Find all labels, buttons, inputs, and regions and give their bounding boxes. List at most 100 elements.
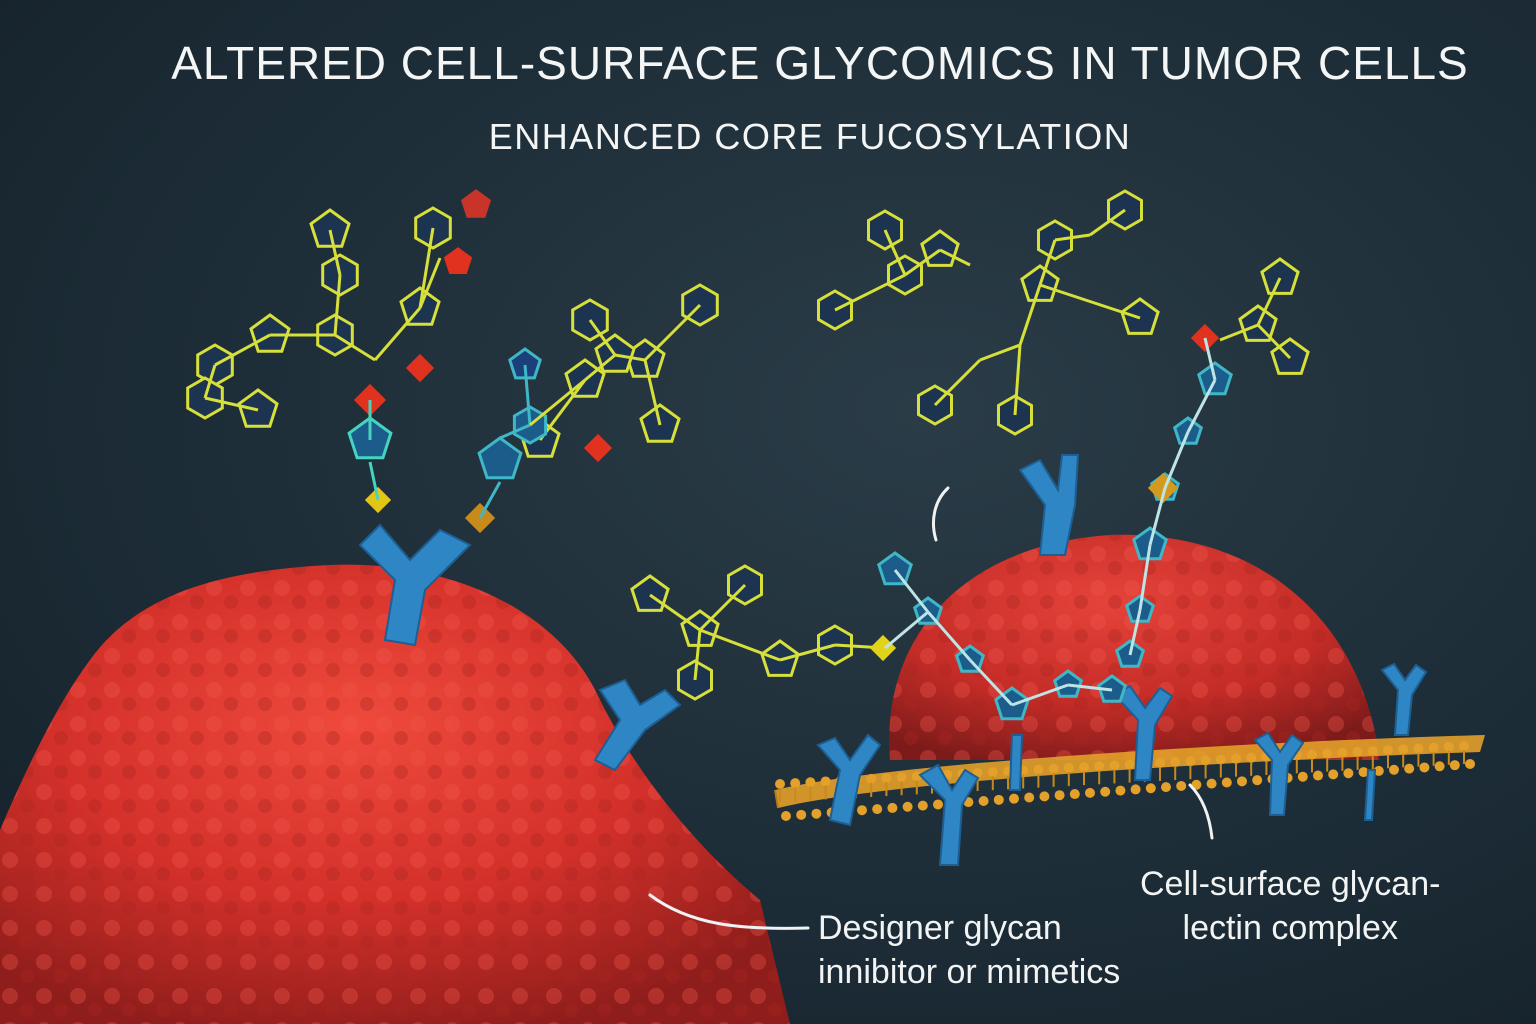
label-designer-inhibitor: Designer glycan innibitor or mimetics — [818, 906, 1120, 994]
lipid-head — [781, 811, 791, 821]
lipid-head — [1237, 776, 1247, 787]
glycan-ring — [309, 208, 351, 248]
left-tumor-cell — [0, 564, 790, 1024]
lectin-membrane-5 — [1380, 662, 1428, 736]
lipid-head — [1155, 757, 1165, 768]
lipid-head — [1383, 745, 1393, 756]
fucose-icon — [405, 353, 435, 383]
lipid-head — [1322, 748, 1333, 759]
lipid-head — [1206, 778, 1217, 789]
glycan-bond — [884, 610, 929, 650]
glycan-bond — [368, 461, 380, 501]
glycan-bond — [893, 569, 930, 613]
lipid-head — [866, 773, 877, 784]
lipid-head — [811, 808, 822, 819]
lectin-membrane-3 — [1113, 684, 1174, 781]
lectin-membrane-2 — [918, 763, 980, 866]
glycan-bond — [699, 628, 781, 662]
pointer-lines — [648, 486, 1214, 930]
lipid-head — [1246, 752, 1257, 763]
glycan-ring — [237, 388, 279, 428]
lipid-head — [1170, 757, 1181, 768]
lipid-head — [857, 805, 867, 816]
lectin-left-free — [593, 678, 682, 772]
lipid-head — [987, 767, 998, 778]
glycan-bond — [418, 227, 435, 309]
lipid-head — [1048, 763, 1059, 774]
lipid-head — [1343, 768, 1354, 779]
lipid-head — [1079, 762, 1089, 773]
lipid-head — [1373, 765, 1384, 776]
glycan-bond — [584, 353, 616, 382]
lipid-head — [1109, 760, 1120, 771]
glycan-bond — [418, 257, 442, 309]
lipid-head — [1221, 777, 1232, 788]
glycan-bond — [926, 611, 972, 661]
glycan-bond — [373, 307, 422, 361]
lipid-head — [1297, 771, 1308, 782]
lipid-head — [872, 804, 883, 815]
label-complex-line2: lectin complex — [1182, 909, 1398, 947]
lipid-head — [1039, 791, 1050, 802]
lipid-head — [1215, 754, 1226, 765]
glycan-bond — [1148, 487, 1167, 546]
pointer-inhibitor — [648, 893, 810, 930]
glycan-bond — [214, 333, 271, 367]
lipid-head — [1094, 761, 1105, 772]
glycan-bond — [939, 248, 971, 267]
glycan-bond — [538, 379, 587, 441]
pointer-upper — [932, 486, 950, 542]
lipid-head — [1337, 747, 1348, 758]
glycan-ring — [1260, 257, 1300, 295]
glycan-bond — [693, 629, 702, 681]
lipid-head — [1328, 769, 1339, 780]
lectin-membrane-1 — [816, 733, 882, 827]
glycan-bond — [1038, 239, 1057, 286]
glycan-bond — [834, 273, 906, 312]
lipid-head — [1459, 741, 1469, 751]
glycan-bond — [478, 481, 502, 519]
lipid-head — [1054, 790, 1065, 801]
glycan-ring — [1120, 297, 1160, 335]
glycan-bond — [1067, 683, 1113, 692]
lipid-head — [917, 800, 928, 811]
lectin-left-main — [358, 523, 472, 647]
lipid-head — [1313, 770, 1323, 781]
lipid-head — [1176, 780, 1187, 791]
lipid-head — [933, 799, 943, 810]
glycan-bond — [1013, 344, 1022, 416]
glycan-bond — [328, 229, 342, 276]
lipid-head — [887, 802, 898, 813]
lipid-head — [1161, 782, 1171, 793]
lectin-right-top — [1018, 454, 1080, 556]
lipid-head — [1352, 746, 1363, 757]
lipid-head — [1367, 746, 1378, 757]
lipid-head — [896, 772, 907, 783]
glcnac-icon — [1052, 669, 1084, 698]
glycan-bond — [204, 396, 259, 412]
lipid-head — [1115, 785, 1126, 796]
glycan-bond — [1128, 609, 1142, 656]
lipid-head — [1252, 775, 1263, 786]
fucose-icon — [460, 189, 492, 218]
glycan-ring — [760, 639, 800, 677]
label-glycan-lectin-complex: Cell-surface glycan- lectin complex — [1140, 862, 1440, 950]
lipid-head — [1307, 749, 1317, 760]
lipid-head — [820, 776, 831, 787]
lipid-head — [1443, 741, 1454, 752]
lipid-head — [1124, 759, 1135, 770]
glycan-bond — [1138, 544, 1152, 611]
fucose-icon — [583, 433, 613, 463]
glycan-bond — [1186, 379, 1217, 433]
glycan-bond — [698, 583, 747, 632]
lectin-membrane-7 — [1008, 734, 1024, 791]
lipid-head — [790, 778, 801, 789]
lipid-head — [1419, 762, 1430, 773]
page-subtitle: ENHANCED CORE FUCOSYLATION — [488, 116, 1132, 157]
lipid-head — [1428, 742, 1439, 753]
glycan-bond — [968, 658, 1014, 707]
lipid-head — [1358, 767, 1369, 778]
lipid-head — [805, 777, 816, 788]
